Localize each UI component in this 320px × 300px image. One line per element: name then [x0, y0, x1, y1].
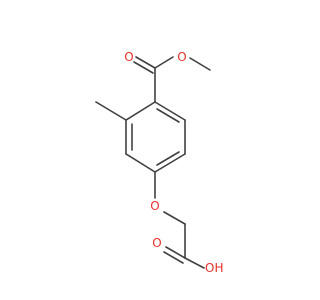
ester-oxygen-label: O — [177, 50, 186, 64]
ether-o-ch2-bond — [163, 211, 186, 225]
ester-carbonyl-double-bond-a — [135, 56, 156, 69]
ester-carbonyl-oxygen-label: O — [124, 50, 133, 64]
molecule-diagram: O O O O OH — [95, 50, 223, 275]
ring-double-bond-c3-c4 — [156, 151, 180, 166]
ring-double-bond-c1-c2 — [156, 108, 180, 123]
ester-single-o-bond — [154, 56, 174, 69]
ring-bond-c6-c1 — [125, 101, 156, 121]
ester-carbonyl-double-bond-b — [133, 61, 154, 74]
methyl-ester-group: O O — [124, 50, 211, 103]
acid-carbonyl-double-bond-b — [163, 251, 184, 264]
ring-bond-c1-c2 — [154, 101, 186, 121]
benzene-ring — [125, 101, 186, 173]
ring-bond-c4-c5 — [125, 153, 156, 173]
acid-hydroxyl-label: OH — [205, 261, 223, 275]
acid-oh-bond — [184, 257, 205, 269]
ester-methyl-bond — [189, 57, 211, 71]
acid-carbonyl-double-bond-a — [165, 246, 186, 259]
ether-oxygen-label: O — [150, 199, 159, 213]
methyl-bond — [95, 101, 127, 121]
ring-bond-c3-c4 — [154, 153, 186, 173]
acid-carbonyl-oxygen-label: O — [152, 236, 161, 250]
oxyacetic-acid-group: O O OH — [150, 171, 223, 275]
